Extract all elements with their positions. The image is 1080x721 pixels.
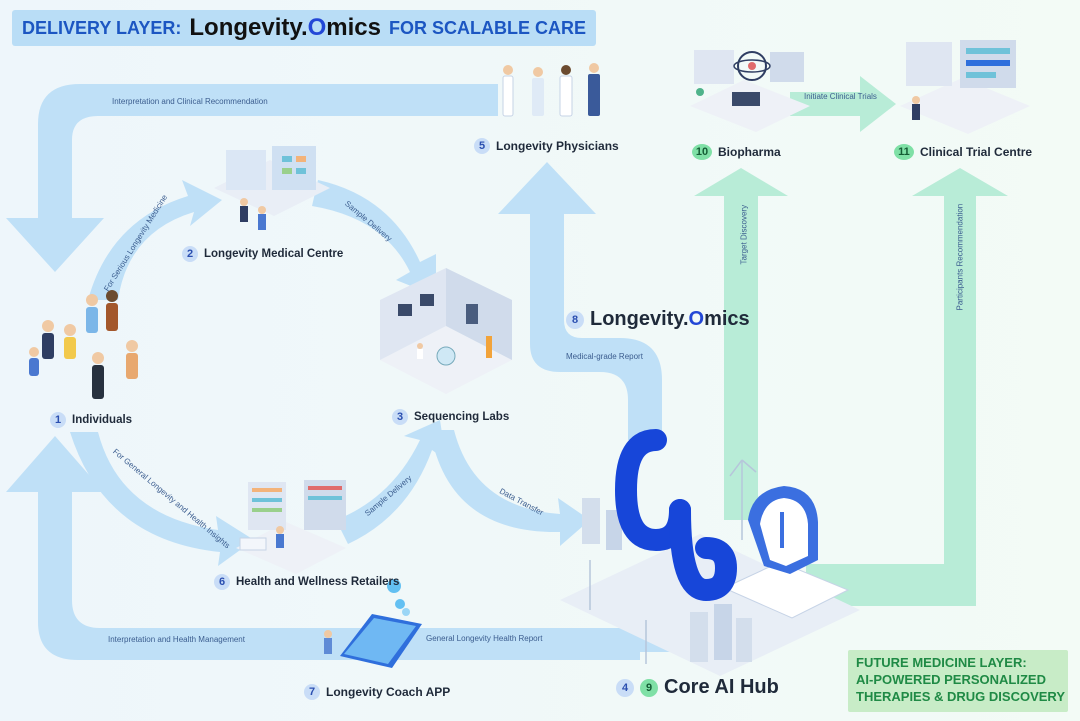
flow-label-general-report: General Longevity Health Report — [426, 634, 543, 643]
node-clinical-trial: 11 Clinical Trial Centre — [894, 144, 1032, 160]
retail-store-illustration — [236, 480, 346, 574]
arrow-general-report — [420, 628, 690, 652]
node-individuals: 1 Individuals — [50, 412, 132, 428]
arrow-general — [70, 432, 254, 566]
node-coach-app: 7 Longevity Coach APP — [304, 684, 450, 700]
flow-label-participants: Participants Recommendation — [955, 203, 965, 311]
arrow-data-transfer — [430, 430, 590, 546]
node-core-ai-hub: 4 9 Core AI Hub — [616, 676, 779, 699]
arrow-target-discovery — [694, 168, 788, 520]
clinical-trial-illustration — [900, 40, 1030, 134]
node-label: Biopharma — [718, 145, 781, 159]
header-prefix: DELIVERY LAYER: — [22, 17, 182, 38]
node-label: Sequencing Labs — [414, 411, 510, 423]
flow-label-medical-report: Medical-grade Report — [566, 352, 643, 361]
node-label: Clinical Trial Centre — [920, 145, 1033, 159]
node-number: 8 — [566, 310, 584, 329]
medical-centre-illustration — [214, 146, 330, 230]
node-number: 2 — [182, 246, 198, 262]
arrow-participants — [806, 168, 1008, 606]
arrow-sample-2 — [336, 420, 446, 544]
node-biopharma: 10 Biopharma — [692, 144, 781, 160]
physicians-illustration — [502, 63, 600, 117]
node-label: Longevity.Omics — [590, 308, 750, 330]
node-number: 3 — [392, 409, 408, 425]
node-label: Individuals — [72, 414, 133, 426]
arrow-serious — [88, 180, 222, 300]
node-number: 4 — [616, 678, 634, 697]
arrow-interp-clinical — [6, 84, 498, 272]
node-label: Longevity Coach APP — [326, 685, 451, 699]
header-suffix: FOR SCALABLE CARE — [388, 17, 586, 38]
node-number: 6 — [214, 574, 230, 590]
arrow-medical-report — [498, 162, 662, 440]
node-number: 1 — [50, 412, 66, 428]
flow-label-interp-clinical: Interpretation and Clinical Recommendati… — [112, 97, 268, 106]
sequencing-lab-illustration — [380, 268, 512, 394]
future-line-3: THERAPIES & DRUG DISCOVERY — [856, 689, 1065, 704]
node-number: 9 — [640, 678, 658, 697]
omics-logo-icon — [614, 429, 738, 602]
node-label: Health and Wellness Retailers — [236, 576, 400, 588]
future-medicine-box: FUTURE MEDICINE LAYER: AI-POWERED PERSON… — [848, 650, 1068, 712]
node-retailers: 6 Health and Wellness Retailers — [214, 574, 399, 590]
node-number: 10 — [692, 144, 712, 160]
flow-label-target-discovery: Target Discovery — [739, 204, 749, 265]
node-medical-centre: 2 Longevity Medical Centre — [182, 246, 343, 262]
future-line-1: FUTURE MEDICINE LAYER: — [856, 655, 1027, 670]
node-label: Longevity Physicians — [496, 139, 619, 153]
node-label: Longevity Medical Centre — [204, 248, 344, 260]
header-brand: Longevity.Omics — [189, 14, 381, 41]
people-illustration — [29, 290, 138, 399]
header-banner: DELIVERY LAYER: Longevity.Omics FOR SCAL… — [12, 10, 596, 46]
phone-app-illustration — [324, 579, 422, 668]
node-number: 11 — [894, 144, 914, 160]
node-label: Core AI Hub — [664, 676, 779, 698]
ai-hub-illustration — [560, 459, 860, 676]
flow-label-interp-health: Interpretation and Health Management — [108, 635, 245, 644]
future-line-2: AI-POWERED PERSONALIZED — [856, 672, 1046, 687]
node-sequencing-labs: 3 Sequencing Labs — [392, 409, 509, 425]
flow-label-initiate-trials: Initiate Clinical Trials — [804, 92, 877, 101]
arrow-initiate-trials — [790, 76, 896, 132]
node-longevity-omics: 8 Longevity.Omics — [566, 308, 750, 331]
arrow-sample-1 — [312, 180, 436, 296]
node-physicians: 5 Longevity Physicians — [474, 138, 619, 154]
node-number: 5 — [474, 138, 490, 154]
biopharma-lab-illustration — [690, 50, 810, 132]
node-number: 7 — [304, 684, 320, 700]
